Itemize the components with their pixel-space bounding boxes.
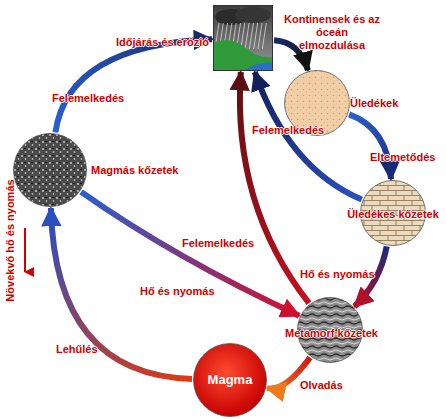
node-label: Üledékes kőzetek [342,208,444,221]
cycle-arrow [81,192,299,316]
node-label: Magmás kőzetek [91,164,183,177]
edge-label: Hő és nyomás [300,268,380,281]
cycle-arrow [349,114,391,179]
sky [213,5,273,71]
edge-label: Eltemetődés [370,151,440,164]
node-label: Üledékek [350,97,410,110]
node-label: Metamorf kőzetek [285,327,375,340]
edge-label: Kontinensek és az óceán elmozdulása [282,13,382,52]
node-label: Időjárás és erózió [111,36,209,49]
rock-disc [14,134,87,207]
magma-circle: Magma [193,343,267,417]
axis-note: Növekvő hő és nyomás [4,176,17,306]
edge-label: Felemelkedés [252,124,332,137]
edge-label: Hő és nyomás [140,285,220,298]
sedimentary-circle: Üledékes kőzetek [360,180,426,246]
hill [213,40,273,71]
edge-label: Felemelkedés [52,92,132,105]
edge-label: Lehűlés [56,343,106,356]
edge-label: Olvadás [300,379,350,392]
weather-picture-shape [213,5,273,71]
cloud [235,7,271,23]
rock-disc [194,344,267,417]
water [243,63,273,71]
metamorphic-circle: Metamorf kőzetek [297,297,363,363]
edge-label: Felemelkedés [182,237,262,250]
node-label: Magma [193,372,267,387]
igneous-circle: Magmás kőzetek [13,133,87,207]
weather-picture: Időjárás és erózió [213,5,273,71]
cycle-arrow [55,39,212,132]
picture-frame [214,6,273,71]
igneous-circle-shape [13,133,87,207]
increase-arrow [24,228,26,272]
